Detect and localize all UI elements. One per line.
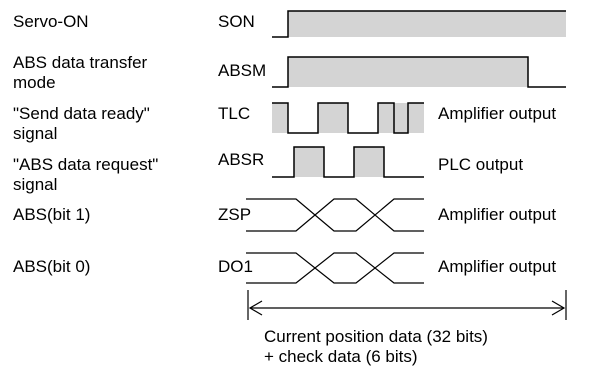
high-fill-absm — [288, 57, 528, 87]
output-label-absr: PLC output — [438, 155, 523, 174]
signal-row-absm: ABS data transfer mode ABSM — [13, 53, 566, 92]
high-fill-tlc-3 — [378, 103, 408, 133]
waveform-line-tlc — [272, 102, 424, 134]
device-label-absr: ABSR — [218, 150, 264, 169]
device-label-do1: DO1 — [218, 257, 253, 276]
signal-description-tlc-line2: signal — [13, 124, 57, 143]
signal-description-tlc: "Send data ready" — [13, 104, 150, 123]
waveform-zsp — [246, 198, 424, 232]
signal-row-son: Servo-ON SON — [13, 10, 566, 38]
waveform-tlc — [272, 102, 424, 134]
signal-description-absm: ABS data transfer — [13, 53, 148, 72]
high-fill-son — [288, 11, 566, 37]
output-label-zsp: Amplifier output — [438, 205, 556, 224]
signal-row-do1: ABS(bit 0) DO1 Amplifier output — [13, 252, 556, 284]
signal-description-absr-line2: signal — [13, 175, 57, 194]
signal-description-zsp: ABS(bit 1) — [13, 205, 90, 224]
span-arrowhead-right — [551, 300, 566, 316]
span-dimension: Current position data (32 bits) + check … — [247, 290, 567, 366]
output-label-do1: Amplifier output — [438, 257, 556, 276]
signal-description-son: Servo-ON — [13, 12, 89, 31]
high-fill-tlc-1 — [272, 103, 288, 133]
signal-description-do1: ABS(bit 0) — [13, 257, 90, 276]
span-annotation-line2: + check data (6 bits) — [264, 347, 418, 366]
waveform-line-absm — [272, 56, 566, 88]
high-fill-absr-1 — [294, 147, 324, 177]
waveform-line-absr — [272, 146, 424, 178]
waveform-absr — [272, 146, 424, 178]
waveform-do1 — [246, 252, 424, 284]
signal-row-tlc: "Send data ready" signal TLC Amplifier o… — [13, 102, 556, 143]
high-fill-tlc-2 — [318, 103, 348, 133]
device-label-absm: ABSM — [218, 61, 266, 80]
device-label-zsp: ZSP — [218, 205, 251, 224]
device-label-son: SON — [218, 12, 255, 31]
waveform-son — [272, 10, 566, 38]
waveform-absm — [272, 56, 566, 88]
signal-row-absr: "ABS data request" signal ABSR PLC outpu… — [13, 146, 523, 194]
signal-description-absr: "ABS data request" — [13, 155, 158, 174]
data-bus-do1 — [246, 252, 424, 284]
signal-description-absm-line2: mode — [13, 73, 56, 92]
span-annotation-line1: Current position data (32 bits) — [264, 327, 488, 346]
span-arrowhead-left — [248, 300, 263, 316]
high-fill-tlc-4 — [408, 103, 424, 133]
data-bus-zsp — [246, 198, 424, 232]
device-label-tlc: TLC — [218, 104, 250, 123]
signal-row-zsp: ABS(bit 1) ZSP Amplifier output — [13, 198, 556, 232]
waveform-line-son — [272, 10, 566, 38]
high-fill-absr-2 — [354, 147, 384, 177]
output-label-tlc: Amplifier output — [438, 104, 556, 123]
